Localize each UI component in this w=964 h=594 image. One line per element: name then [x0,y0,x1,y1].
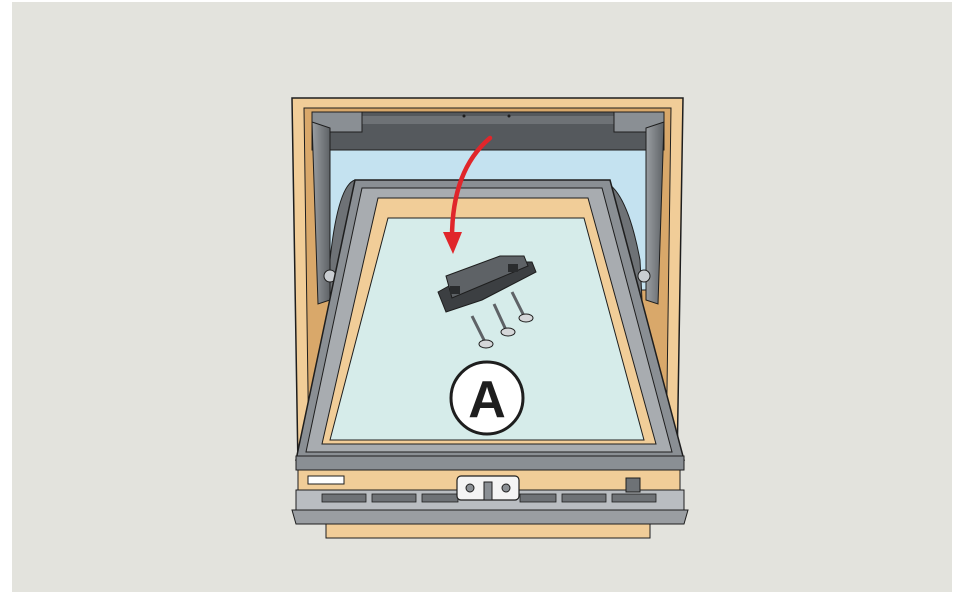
top-rail [312,112,664,150]
handle-icon [457,476,519,500]
step-label-badge: A [451,362,523,434]
step-label: A [468,371,506,429]
